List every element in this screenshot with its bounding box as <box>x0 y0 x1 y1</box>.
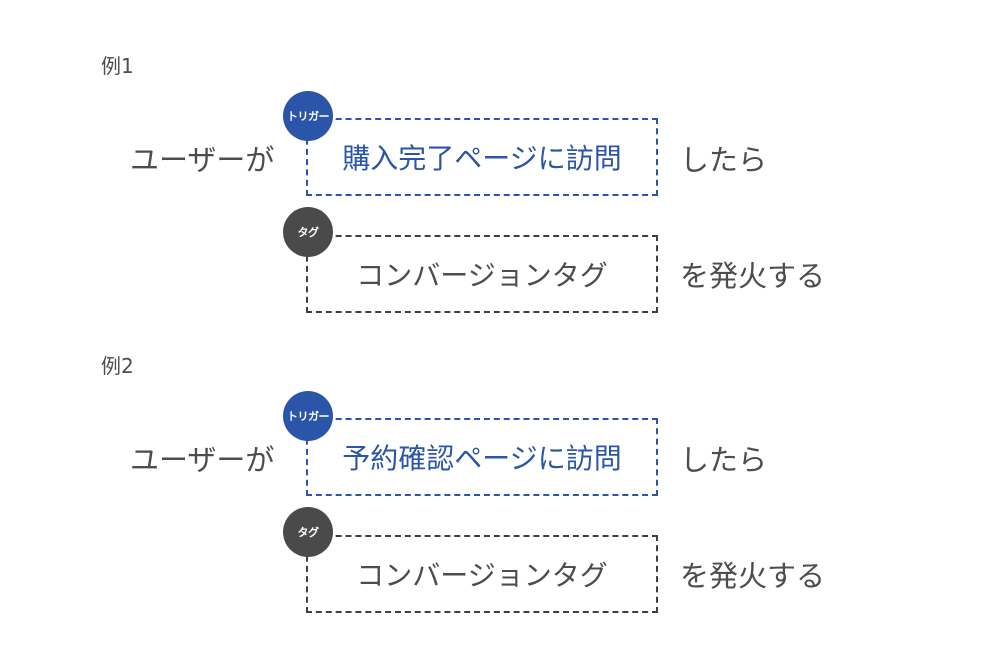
example-label: 例1 <box>101 54 134 78</box>
tag-suffix: を発火する <box>680 559 826 593</box>
subject-text: ユーザーが <box>130 143 275 177</box>
example-2: 例2 ユーザーが 予約確認ページに訪問 トリガー したら コンバージョンタグ タ… <box>0 300 1000 613</box>
trigger-badge: トリガー <box>283 91 333 141</box>
tag-box: コンバージョンタグ <box>306 235 658 313</box>
trigger-suffix: したら <box>680 443 768 477</box>
trigger-box: 予約確認ページに訪問 <box>306 418 658 496</box>
tag-badge: タグ <box>283 207 333 257</box>
trigger-badge: トリガー <box>283 391 333 441</box>
tag-box: コンバージョンタグ <box>306 535 658 613</box>
tag-suffix: を発火する <box>680 259 826 293</box>
subject-text: ユーザーが <box>130 443 275 477</box>
example-1: 例1 ユーザーが 購入完了ページに訪問 トリガー したら コンバージョンタグ タ… <box>0 0 1000 313</box>
trigger-text: 購入完了ページに訪問 <box>342 142 622 175</box>
trigger-box: 購入完了ページに訪問 <box>306 118 658 196</box>
tag-text: コンバージョンタグ <box>356 259 608 292</box>
tag-text: コンバージョンタグ <box>356 559 608 592</box>
tag-badge: タグ <box>283 507 333 557</box>
example-label: 例2 <box>101 354 134 378</box>
trigger-text: 予約確認ページに訪問 <box>342 442 622 475</box>
trigger-suffix: したら <box>680 143 768 177</box>
